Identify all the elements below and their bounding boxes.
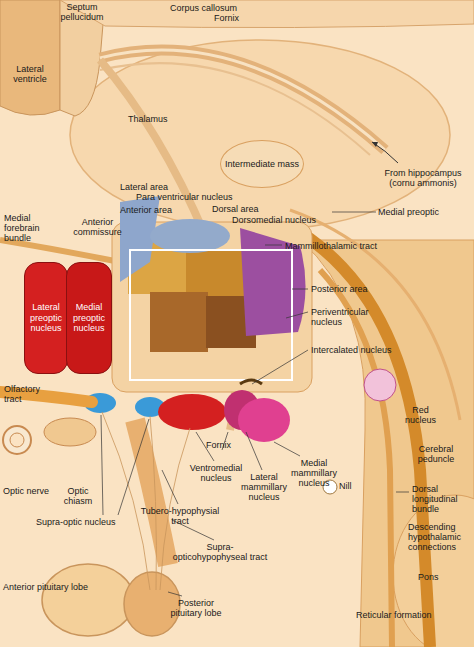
structure-label: Nill xyxy=(339,481,364,491)
structure-label: Olfactory tract xyxy=(4,384,54,404)
node-text: Lateral preoptic nucleus xyxy=(27,302,65,333)
intermediate-mass: Intermediate mass xyxy=(220,140,304,188)
structure-label: Fornix xyxy=(206,440,246,450)
structure-label: Dorsal area xyxy=(212,204,267,214)
structure-label: Medial forebrain bundle xyxy=(4,213,62,243)
structure-label: Pons xyxy=(418,572,448,582)
preoptic-nucleus: Lateral preoptic nucleus xyxy=(24,262,68,374)
structure-label: Supra-opticohypophyseal tract xyxy=(170,542,270,562)
structure-label: Dorsal longitudinal bundle xyxy=(412,484,472,514)
preoptic-nucleus: Medial preoptic nucleus xyxy=(66,262,112,374)
structure-label: Intercalated nucleus xyxy=(311,345,406,355)
leader-lines xyxy=(101,212,409,596)
structure-label: Septum pellucidum xyxy=(52,2,112,22)
structure-label: Corpus callosum xyxy=(170,3,260,13)
structure-label: Para ventricular nucleus xyxy=(136,192,246,202)
structure-label: Anterior area xyxy=(120,205,180,215)
structure-label: From hippocampus (cornu ammonis) xyxy=(378,168,468,188)
node-text: Medial preoptic nucleus xyxy=(69,302,109,333)
structure-label: Ventromedial nucleus xyxy=(186,463,246,483)
structure-label: Supra-optic nucleus xyxy=(36,517,131,527)
structure-label: Posterior pituitary lobe xyxy=(170,598,222,618)
structure-label: Red nucleus xyxy=(398,405,443,425)
structure-label: Medial preoptic xyxy=(378,207,458,217)
structure-label: Anterior commissure xyxy=(70,217,125,237)
structure-label: Medial mammillary nucleus xyxy=(288,458,340,488)
structure-label: Lateral area xyxy=(120,182,180,192)
structure-label: Descending hypothalamic connections xyxy=(408,522,470,552)
structure-label: Mammillothalamic tract xyxy=(285,241,395,251)
structure-label: Periventricular nucleus xyxy=(311,307,381,327)
structure-label: Thalamus xyxy=(128,114,188,124)
structure-label: Cerebral peduncle xyxy=(405,444,467,464)
node-text: Intermediate mass xyxy=(225,159,299,169)
structure-label: Lateral ventricle xyxy=(4,64,56,84)
structure-label: Reticular formation xyxy=(356,610,466,620)
structure-label: Dorsomedial nucleus xyxy=(232,215,327,225)
structure-label: Optic nerve xyxy=(3,486,53,496)
structure-label: Tubero-hypophysial tract xyxy=(140,506,220,526)
structure-label: Optic chiasm xyxy=(58,486,98,506)
structure-label: Posterior area xyxy=(311,284,381,294)
structure-label: Lateral mammillary nucleus xyxy=(240,472,288,502)
structure-label: Anterior pituitary lobe xyxy=(3,582,123,592)
structure-label: Fornix xyxy=(214,13,254,23)
